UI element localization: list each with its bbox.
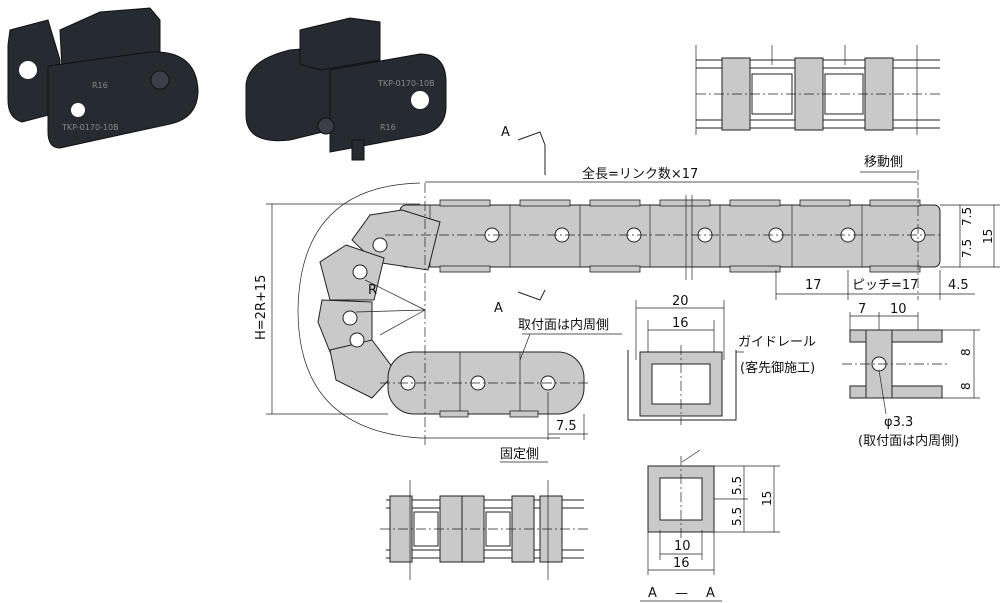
dims-fixed: 7.5 固定側 取付面は内周側	[500, 317, 622, 463]
height-label: H=2R+15	[254, 275, 269, 340]
hole-dia-label: φ3.3	[884, 415, 913, 430]
dim-7-5-mid: 7.5	[960, 239, 974, 258]
guide-rail-note: (客先御施工)	[740, 360, 815, 376]
photo-link-left: R16 TKP-0170-10B	[7, 7, 199, 149]
section-label-top: A	[501, 125, 510, 140]
section-label-bottom: A	[494, 301, 503, 316]
dim-5-5-bottom: 5.5	[730, 507, 744, 526]
total-length-label: 全長=リンク数×17	[582, 166, 698, 182]
dim-16-top: 16	[672, 316, 689, 331]
dim-10-section: 10	[674, 539, 691, 554]
dim-15-right: 15	[981, 229, 995, 244]
upper-chain	[399, 199, 941, 273]
dims-pitch: 17 ピッチ=17 4.5	[775, 270, 975, 300]
mount-inner-label: 取付面は内周側	[518, 317, 609, 333]
dim-height: H=2R+15 R	[254, 203, 420, 415]
section-title-dash: —	[675, 586, 688, 601]
lower-chain	[387, 351, 585, 418]
dim-7: 7	[858, 302, 866, 317]
photo-left-mark: R16	[92, 81, 108, 90]
moving-side-label: 移動側	[864, 155, 903, 170]
guide-rail-section: 20 16 ガイドレール (客先御施工)	[627, 294, 816, 425]
dim-15-section: 15	[760, 491, 774, 506]
photo-right-code: TKP-0170-10B	[377, 79, 435, 88]
hole-note-label: (取付面は内周側)	[858, 433, 959, 449]
dim-7-5-bottom: 7.5	[556, 419, 577, 434]
photo-right-mark: R16	[380, 123, 396, 132]
radius-label: R	[368, 283, 377, 298]
guide-rail-label: ガイドレール	[738, 335, 816, 350]
pitch-label: ピッチ=17	[852, 278, 918, 293]
dim-8-top: 8	[959, 348, 973, 356]
bend-chain	[317, 209, 441, 399]
dim-5-5-top: 5.5	[730, 476, 744, 495]
section-title-right: A	[706, 586, 715, 601]
section-mark-bottom: A	[494, 289, 546, 316]
section-a-a: 5.5 5.5 15 10 16 A — A	[640, 449, 780, 602]
section-mark-top: A	[501, 125, 546, 175]
dim-10-side: 10	[890, 302, 907, 317]
dims-right: 7.5 7.5 15	[940, 204, 1000, 268]
dim-20: 20	[672, 294, 689, 309]
bottom-plan-view	[380, 480, 590, 580]
main-side-view	[297, 170, 941, 445]
dim-16-section: 16	[673, 556, 690, 571]
dim-8-bottom: 8	[959, 382, 973, 390]
fixed-side-label: 固定側	[500, 447, 539, 462]
dim-4-5: 4.5	[948, 278, 969, 293]
dim-17: 17	[805, 278, 822, 293]
photo-link-right: TKP-0170-10B R16	[245, 17, 447, 161]
top-plan-view	[695, 45, 940, 135]
photo-left-code: TKP-0170-10B	[61, 123, 119, 132]
link-side-view: 7 10 8 8 φ3.3 (取付面は内周側)	[842, 302, 980, 449]
section-title-left: A	[648, 586, 657, 601]
dim-total-length: 全長=リンク数×17 移動側	[425, 155, 918, 183]
dim-7-5-top: 7.5	[960, 207, 974, 226]
